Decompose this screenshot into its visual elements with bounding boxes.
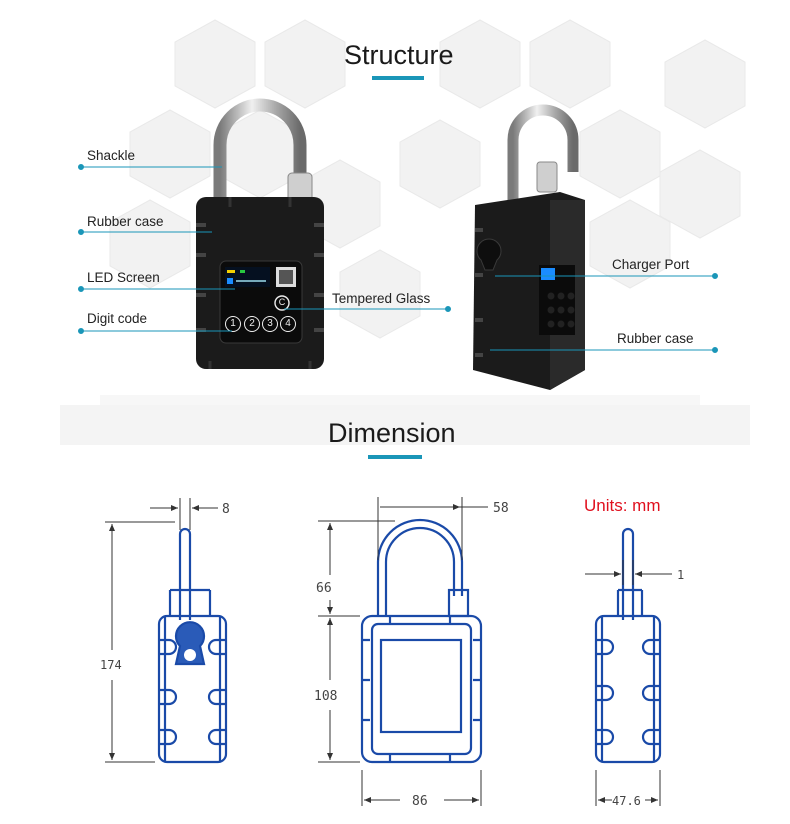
callout-led-screen: LED Screen <box>87 270 160 285</box>
units-label: Units: mm <box>584 496 661 515</box>
screen-key-icon[interactable] <box>272 293 292 313</box>
dimension-drawing: 8 174 58 66 108 86 1 47.6 <box>100 497 684 809</box>
dim-front-shackle-height: 66 <box>316 581 332 596</box>
callout-lines <box>78 164 718 353</box>
digit-key-3[interactable]: 3 <box>262 316 278 332</box>
callout-digit-code: Digit code <box>87 311 148 326</box>
dimension-title: Dimension <box>328 418 456 448</box>
callout-shackle: Shackle <box>87 148 136 163</box>
dim-thin-shackle-width: 1 <box>677 568 684 582</box>
digit-key-4[interactable]: 4 <box>280 316 296 332</box>
structure-title: Structure <box>344 40 454 70</box>
screen-key-label: C <box>278 297 286 307</box>
dim-thin-body-width: 47.6 <box>612 794 641 808</box>
dimension-title-underline <box>368 455 422 459</box>
callout-charger-port: Charger Port <box>612 257 690 272</box>
callout-rubber-case-front: Rubber case <box>87 214 164 229</box>
dim-side-shackle-width: 8 <box>222 502 230 517</box>
callout-rubber-case-back: Rubber case <box>617 331 694 346</box>
lock-back-photo <box>473 104 585 390</box>
background-pattern <box>60 19 750 445</box>
callout-tempered-glass: Tempered Glass <box>332 291 431 306</box>
dim-side-total-height: 174 <box>100 658 122 672</box>
dim-front-body-height: 108 <box>314 689 337 704</box>
digit-key-1[interactable]: 1 <box>225 316 241 332</box>
structure-title-underline <box>372 76 424 80</box>
dim-front-shackle-span: 58 <box>493 501 509 516</box>
dim-front-body-width: 86 <box>412 794 428 809</box>
digit-key-2[interactable]: 2 <box>244 316 260 332</box>
